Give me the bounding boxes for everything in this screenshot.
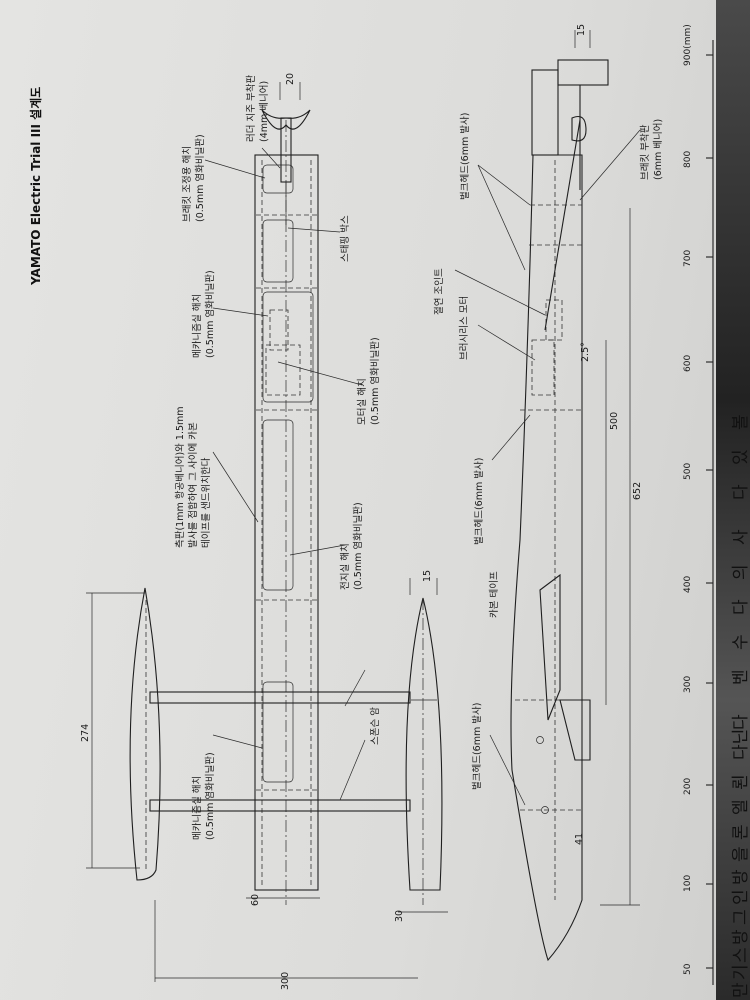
- tick-50: 50: [683, 963, 693, 975]
- side-text-4: 사: [731, 529, 750, 545]
- side-text-8: 벤: [731, 669, 750, 685]
- label-flex-joint: 절연 조인트: [433, 268, 445, 315]
- label-rudder-bracket-sub: (4mm 베니어): [259, 81, 270, 142]
- top-view-hull: [254, 120, 319, 905]
- side-text-7: 수: [731, 634, 750, 650]
- tick-400: 400: [683, 576, 693, 593]
- label-mech-hatch-2: 메카니즘실 해치: [191, 776, 203, 840]
- tick-700: 700: [683, 250, 693, 267]
- label-mech-hatch-sub: (0.5mm 염화비닐판): [205, 270, 216, 358]
- tick-500: 500: [683, 463, 693, 480]
- side-text-2: 있: [731, 449, 750, 465]
- tick-300: 300: [683, 676, 693, 693]
- drawing-title: YAMATO Electric Trial III 설계도: [28, 87, 43, 286]
- dim-500: 500: [609, 412, 620, 430]
- side-text-14: 을: [731, 846, 750, 862]
- label-rudder-bracket: 러더 지주 부착판: [246, 75, 257, 142]
- label-battery-hatch-sub: (0.5mm 염화비닐판): [353, 502, 364, 590]
- label-bracket-mount-sub: (6mm 베니어): [653, 119, 664, 180]
- label-bracket-hatch: 브래킷 조정용 해치: [181, 146, 193, 222]
- side-text-5: 의: [731, 564, 750, 580]
- side-text-19: 스: [731, 947, 750, 963]
- side-text-16: 인: [731, 889, 750, 905]
- label-mech-hatch-2-sub: (0.5mm 염화비닐판): [205, 752, 216, 840]
- dim-30: 30: [394, 910, 405, 922]
- left-sponson: [129, 587, 161, 881]
- side-text-13: 론: [731, 824, 750, 840]
- label-mech-hatch: 메카니즘실 해치: [191, 294, 203, 358]
- dim-15-mid: 15: [422, 570, 433, 582]
- label-bracket-mount: 브래킷 부착판: [639, 124, 651, 180]
- side-view-rudder: [531, 59, 609, 190]
- side-text-20: 기: [731, 964, 750, 980]
- dim-25deg: 2.5°: [580, 342, 591, 362]
- dim-20: 20: [285, 73, 296, 85]
- dim-15-top: 15: [576, 24, 587, 36]
- side-view-hull: [510, 119, 591, 962]
- side-text-6: 다: [731, 599, 750, 615]
- label-side-plate-2: 발사를 접합하여 그 사이에 카본: [187, 422, 199, 548]
- sponson-arms: [149, 691, 411, 812]
- dim-274: 274: [80, 724, 91, 742]
- label-carbon-tape: 카본 테이프: [489, 571, 500, 618]
- right-sponson: [405, 597, 443, 905]
- label-bulkhead-low: 벌크헤드(6mm 발사): [471, 703, 483, 790]
- side-text-11: 뢴: [731, 774, 750, 790]
- label-stuffing-box: 스태핑 박스: [340, 215, 351, 262]
- scale-ruler-ticks: [706, 54, 713, 969]
- side-text-15: 방: [731, 869, 750, 885]
- dim-300: 300: [280, 972, 291, 990]
- label-motor-hatch-sub: (0.5mm 염화비닐판): [370, 337, 381, 425]
- label-bracket-hatch-sub: (0.5mm 염화비닐판): [195, 134, 206, 222]
- tick-200: 200: [683, 778, 693, 795]
- side-text-18: 방: [731, 929, 750, 945]
- label-battery-hatch: 전지실 해치: [339, 543, 351, 590]
- dim-60: 60: [250, 894, 261, 906]
- dim-652: 652: [632, 482, 643, 500]
- label-brushless-motor: 브러시리스 모터: [459, 296, 470, 360]
- label-bulkhead-top: 벌크헤드(6mm 발사): [459, 113, 471, 200]
- top-view-rudder: [261, 109, 311, 225]
- tick-100: 100: [683, 875, 693, 892]
- label-sponson-arm: 스폰슨 암: [369, 707, 381, 745]
- label-bulkhead-mid: 벌크헤드(6mm 발사): [473, 458, 485, 545]
- label-motor-hatch: 모터실 해치: [356, 378, 368, 425]
- side-text-12: 엘: [731, 799, 750, 815]
- side-text-17: 그: [731, 909, 750, 925]
- side-text-9: 다: [731, 714, 750, 730]
- side-text-21: 만: [731, 982, 750, 998]
- tick-800: 800: [683, 151, 693, 168]
- side-text-10: 다닌: [731, 728, 750, 760]
- photo-strip: [716, 0, 750, 1000]
- unit-label: 900(mm): [683, 24, 693, 66]
- label-side-plate-1: 측판(1mm 항공베니어)와 1.5mm: [174, 406, 186, 548]
- tick-600: 600: [683, 355, 693, 372]
- side-text-1: 볼: [731, 414, 750, 430]
- side-text-3: 다: [731, 484, 750, 500]
- dim-41: 41: [574, 833, 585, 845]
- label-side-plate-3: 테이프를 샌드위치한다: [200, 457, 212, 548]
